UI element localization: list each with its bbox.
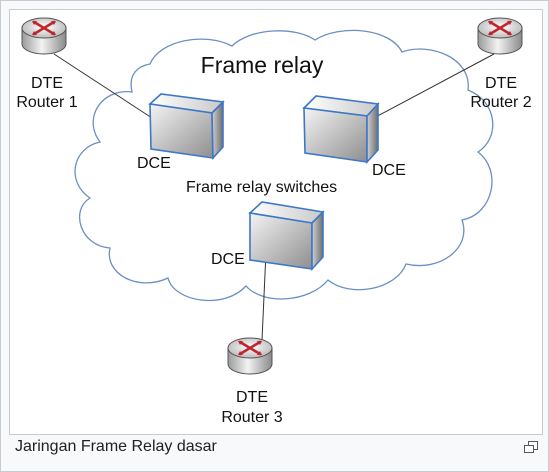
switch-1 (148, 93, 225, 161)
frame-relay-diagram: Frame relay DCE DCE (16, 17, 532, 426)
router-1-icon (21, 17, 67, 55)
router-1-name: Router 1 (16, 94, 77, 111)
switch-2 (302, 95, 380, 165)
router-3-icon (227, 337, 273, 375)
link-router3-switch3 (261, 251, 267, 341)
router-3-type: DTE (236, 389, 268, 406)
cloud-title: Frame relay (201, 52, 324, 78)
switch-2-label: DCE (372, 162, 406, 179)
figure-caption: Jaringan Frame Relay dasar (15, 438, 217, 455)
switch-3 (248, 201, 325, 272)
switch-3-label: DCE (211, 251, 245, 268)
router-2-icon (477, 17, 523, 55)
diagram-image[interactable]: Frame relay DCE DCE (9, 9, 543, 435)
router-2-type: DTE (485, 75, 517, 92)
enlarge-icon[interactable] (524, 441, 538, 453)
switches-label: Frame relay switches (186, 179, 337, 196)
switch-1-label: DCE (137, 155, 171, 172)
router-3-name: Router 3 (221, 409, 282, 426)
router-2-name: Router 2 (470, 94, 531, 111)
router-1-type: DTE (31, 75, 63, 92)
link-router1-switch1 (53, 53, 153, 119)
link-router2-switch2 (369, 53, 495, 121)
